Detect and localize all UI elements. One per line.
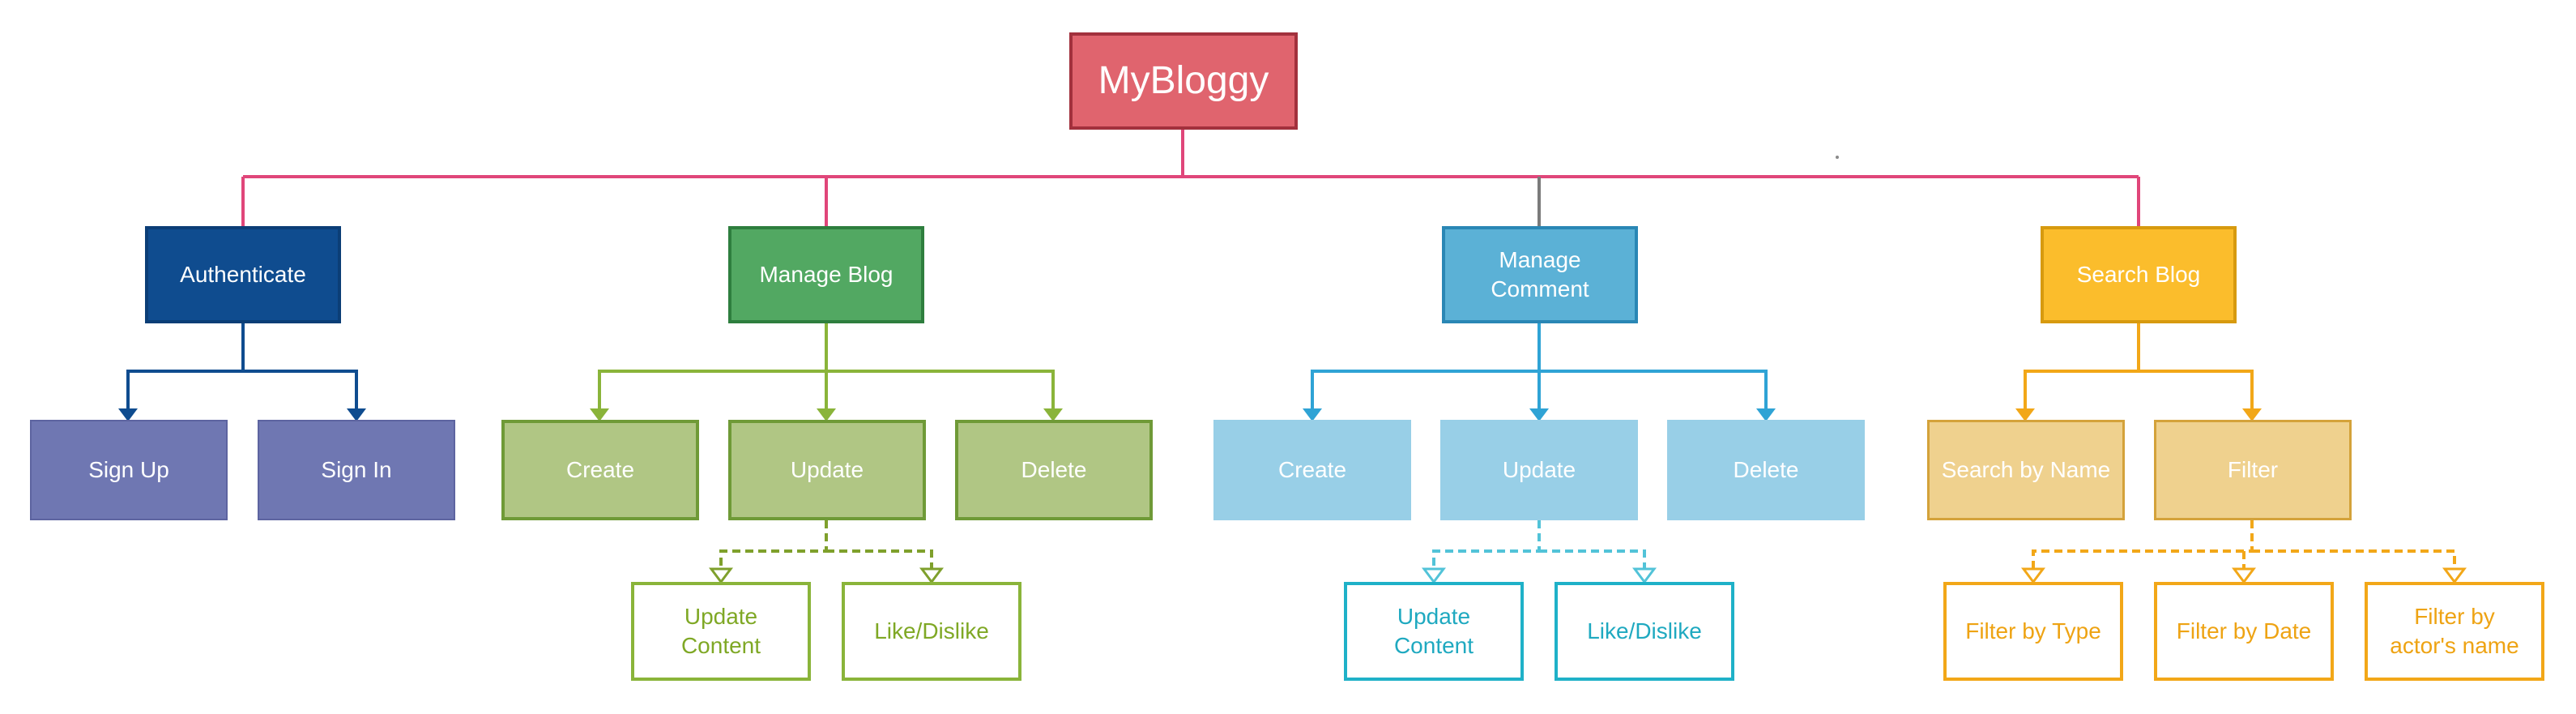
node-search-by-name: Search by Name: [1927, 420, 2125, 520]
node-comment-delete: Delete: [1667, 420, 1865, 520]
node-search-blog: Search Blog: [2041, 226, 2237, 323]
blog-delete-arrowhead: [1043, 408, 1063, 421]
node-comment-update-content: Update Content: [1344, 582, 1524, 681]
comment-update-arrowhead: [1529, 408, 1549, 421]
node-blog-like-dislike: Like/Dislike: [842, 582, 1021, 681]
filter-dashed-connector: [2032, 520, 2456, 569]
blog-update-arrowhead: [817, 408, 836, 421]
comment-create-arrowhead: [1303, 408, 1322, 421]
comment-delete-arrowhead: [1756, 408, 1776, 421]
node-sign-up: Sign Up: [30, 420, 228, 520]
manage-blog-connector: [598, 323, 1055, 412]
search-blog-connector: [2024, 323, 2254, 412]
node-comment-like-dislike: Like/Dislike: [1555, 582, 1734, 681]
node-filter: Filter: [2154, 420, 2352, 520]
filter-by-date-arrowhead: [2232, 567, 2256, 584]
manage-comment-connector: [1311, 323, 1768, 412]
node-sign-in: Sign In: [258, 420, 455, 520]
node-filter-by-type: Filter by Type: [1943, 582, 2123, 681]
node-comment-create: Create: [1213, 420, 1411, 520]
sign-in-arrowhead: [347, 408, 366, 421]
comment-like-arrowhead: [1632, 567, 1657, 584]
comment-update-content-arrowhead: [1422, 567, 1446, 584]
node-blog-delete: Delete: [955, 420, 1153, 520]
node-comment-update: Update: [1440, 420, 1638, 520]
node-filter-by-actor-name: Filter by actor's name: [2365, 582, 2544, 681]
search-by-name-arrowhead: [2015, 408, 2035, 421]
filter-arrowhead: [2242, 408, 2262, 421]
comment-update-dashed-connector: [1432, 520, 1646, 569]
filter-by-type-arrowhead: [2021, 567, 2045, 584]
blog-update-content-arrowhead: [709, 567, 733, 584]
stray-dot: [1836, 156, 1839, 159]
node-blog-create: Create: [501, 420, 699, 520]
filter-by-actor-arrowhead: [2442, 567, 2467, 584]
root-node-mybloggy: MyBloggy: [1069, 32, 1298, 130]
node-blog-update-content: Update Content: [631, 582, 811, 681]
node-manage-blog: Manage Blog: [728, 226, 924, 323]
authenticate-connector: [126, 323, 358, 412]
blog-create-arrowhead: [590, 408, 609, 421]
node-manage-comment: Manage Comment: [1442, 226, 1638, 323]
blog-update-dashed-connector: [719, 520, 933, 569]
node-blog-update: Update: [728, 420, 926, 520]
node-authenticate: Authenticate: [145, 226, 341, 323]
blog-like-arrowhead: [919, 567, 944, 584]
sign-up-arrowhead: [118, 408, 138, 421]
node-filter-by-date: Filter by Date: [2154, 582, 2334, 681]
